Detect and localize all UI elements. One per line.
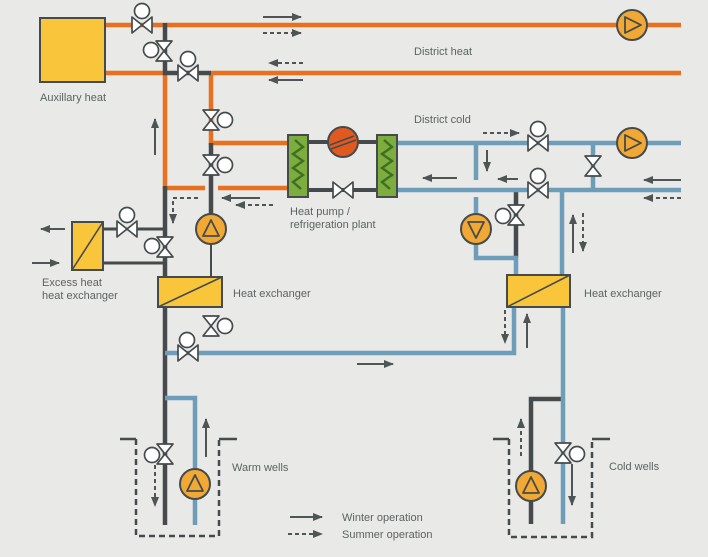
heat-pump-feed-pump-icon [195,213,227,245]
cold-well-outline [493,437,610,539]
district-heat-label: District heat [414,46,472,58]
heat-pump-label-1: Heat pump / [290,206,351,218]
auxiliary-heat-label: Auxillary heat [40,92,106,104]
excess-heat-label-1: Excess heat [42,277,102,289]
auxiliary-heat-box [39,17,106,83]
valve-icon [116,206,138,238]
compressor-icon [327,126,359,158]
legend-summer-label: Summer operation [342,529,433,541]
valve-icon [143,443,174,465]
district-heat-pump-icon [616,9,648,41]
valve-icon [143,236,174,258]
valve-icon [131,2,153,34]
well-water-pipes [103,23,561,525]
heat-exchanger-right-label: Heat exchanger [584,288,662,300]
valve-icon [177,50,199,82]
warm-wells-label: Warm wells [232,462,289,474]
labels: Auxillary heat District heat District co… [40,46,662,474]
valve-icon [177,331,199,362]
district-cold-pump-icon [616,127,648,159]
valve-icon [202,315,234,337]
district-cold-label: District cold [414,114,471,126]
heat-pump-label-2: refrigeration plant [290,219,376,231]
valve-icon [554,442,586,464]
condenser-coil-icon [376,134,398,198]
valve-icon [527,167,549,199]
flow-arrows [32,13,681,507]
legend-winter-label: Winter operation [342,512,423,524]
excess-heat-exchanger [71,221,104,271]
valve-icon [494,204,525,226]
circulation-pump-icon [460,213,492,245]
evaporator-coil-icon [287,134,309,198]
warm-well-outline [120,437,237,538]
cold-wells-label: Cold wells [609,461,660,473]
valve-icon [527,120,549,152]
cold-well-pump-icon [515,470,547,502]
valve-icon [142,40,173,62]
heat-exchanger-right [506,274,571,308]
valve-icon [202,109,234,131]
excess-heat-label-2: heat exchanger [42,290,118,302]
heat-pump-unit [287,126,398,199]
heat-exchanger-left-label: Heat exchanger [233,288,311,300]
heat-exchanger-left [157,276,223,308]
valve-icon [202,154,234,176]
warm-well-pump-icon [179,468,211,500]
legend: Winter operation Summer operation [288,512,433,541]
